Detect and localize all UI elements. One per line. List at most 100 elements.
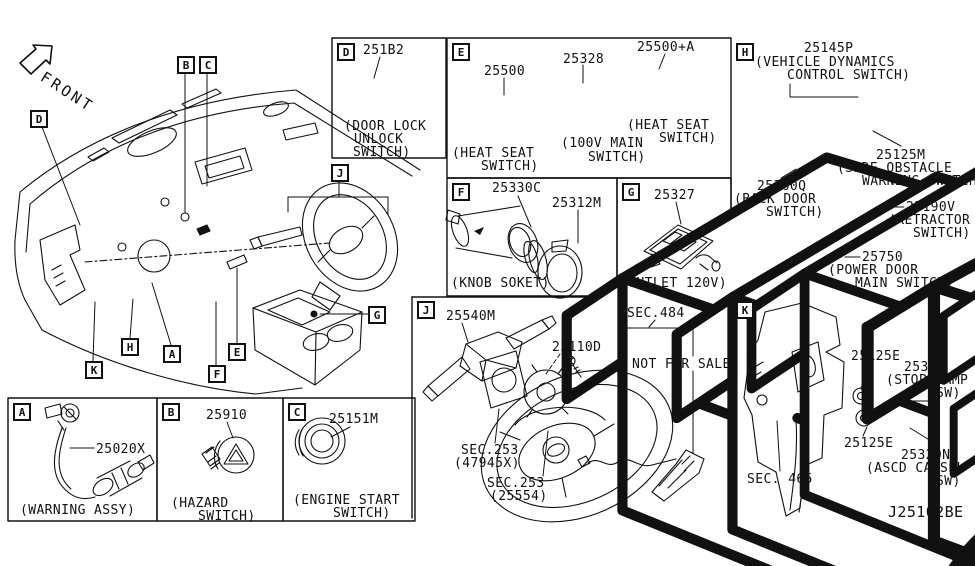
power-door-main-switch-drawing <box>844 256 975 566</box>
part-caption: SWITCH) <box>913 226 971 241</box>
sec-484-bracket-lines <box>621 319 694 454</box>
stop-lamp-switch-drawing <box>883 395 975 566</box>
part-number: 25500 <box>484 64 526 79</box>
vehicle-dynamics-switch-drawing <box>789 83 859 98</box>
part-caption: (POWER DOOR <box>828 263 919 278</box>
part-caption: (OUTLET 120V) <box>620 276 727 291</box>
callout-j: J <box>331 164 349 182</box>
part-caption: MAIN SWITCH) <box>855 276 954 291</box>
part-caption: (100V MAIN <box>561 136 644 151</box>
callout-h: H <box>121 338 139 356</box>
callout-c: C <box>199 56 217 74</box>
hazard-switch-drawing <box>201 421 255 474</box>
part-caption: (BACK DOOR <box>734 192 817 207</box>
main-switch-100v-drawing <box>582 64 975 566</box>
part-number: 25320N <box>901 448 951 463</box>
dashboard-drawing <box>14 88 421 395</box>
panel-k-letter: K <box>736 301 754 319</box>
pedal-bracket-drawing <box>743 302 845 517</box>
callout-d: D <box>30 110 48 128</box>
panel-j-letter: J <box>417 301 435 319</box>
steering-wheel-drawing <box>480 369 674 523</box>
part-caption: (HEAT SEAT <box>452 146 535 161</box>
panel-d-letter: D <box>337 43 355 61</box>
panel-b-letter: B <box>162 403 180 421</box>
part-caption: SWITCH) <box>481 159 539 174</box>
part-caption: CONTROL SWITCH) <box>787 68 911 83</box>
callout-f: F <box>208 365 226 383</box>
part-caption: SWITCH) <box>333 506 391 521</box>
part-number: 251B2 <box>363 43 405 58</box>
part-caption: SWITCH) <box>659 131 717 146</box>
part-caption: (DOOR LOCK <box>344 119 427 134</box>
callout-e: E <box>228 343 246 361</box>
callout-a: A <box>163 345 181 363</box>
part-number: 25190V <box>906 200 956 215</box>
part-caption: (VEHICLE DYNAMICS <box>755 55 895 70</box>
knob-socket-drawing <box>445 195 583 299</box>
part-caption: SWITCH) <box>766 205 824 220</box>
part-number: 25125M <box>876 148 926 163</box>
part-caption: SW) <box>936 474 961 489</box>
heat-seat-switch-drawing <box>503 77 975 566</box>
grommet-drawing-bottom <box>855 409 873 437</box>
part-caption: (STOP LAMP <box>886 373 969 388</box>
panel-d-border <box>331 37 447 159</box>
heat-seat-switch-a-drawing <box>658 53 975 566</box>
front-arrow-icon <box>19 44 53 75</box>
part-caption: (KNOB SOKET) <box>451 276 550 291</box>
part-caption: (WARNING ASSY) <box>20 503 136 518</box>
sec-label: SEC.253 <box>487 476 545 491</box>
side-obstacle-switch-drawing <box>872 130 902 147</box>
part-caption: SWITCH) <box>588 150 646 165</box>
part-caption: SW) <box>936 386 961 401</box>
part-number: 25540M <box>446 309 496 324</box>
part-number: 25360Q <box>757 179 807 194</box>
panel-f-letter: F <box>452 183 470 201</box>
diagram-code: J25102BE <box>888 503 964 521</box>
panel-c-border <box>282 397 416 522</box>
spiral-cable-drawing <box>479 350 569 477</box>
door-lock-switch-drawing <box>373 56 975 566</box>
sec-label: SEC.484 <box>627 306 685 321</box>
part-number: 25328 <box>563 52 605 67</box>
part-caption: (ENGINE START <box>293 493 400 508</box>
part-caption: WARNING SWITCH) <box>862 174 975 189</box>
part-number: 25910 <box>206 408 248 423</box>
grommet-drawing-top <box>852 361 870 405</box>
sec-label: SEC.253 <box>461 443 519 458</box>
combination-switch-drawing <box>422 315 557 402</box>
part-number: 25750 <box>862 250 904 265</box>
part-caption: SWITCH) <box>198 509 256 524</box>
part-caption: (RETRACTOR <box>888 213 971 228</box>
part-number: 25327 <box>654 188 696 203</box>
part-caption: (ASCD CANSEL <box>866 461 965 476</box>
retractor-switch-drawing <box>875 206 905 208</box>
panel-h-letter: H <box>736 43 754 61</box>
part-number: 25125E <box>844 436 894 451</box>
sec-label: SEC. 465 <box>747 472 813 487</box>
paddle-part-drawing <box>577 449 705 502</box>
panel-g-letter: G <box>622 183 640 201</box>
part-number: 25320 <box>904 360 946 375</box>
part-number: 25330C <box>492 181 542 196</box>
part-number: 25125E <box>851 349 901 364</box>
not-for-sale-note: NOT FOR SALE <box>632 357 731 372</box>
sec-sublabel: (25554) <box>490 489 548 504</box>
part-number: 25020X <box>96 442 146 457</box>
callout-k: K <box>85 361 103 379</box>
part-number: 25312M <box>552 196 602 211</box>
panel-a-letter: A <box>13 403 31 421</box>
part-caption: UNLOCK <box>354 132 404 147</box>
part-caption: (SIDE OBSTACLE <box>837 161 953 176</box>
panel-c-letter: C <box>288 403 306 421</box>
part-number: 25151M <box>329 412 379 427</box>
callout-leader-lines <box>41 72 389 366</box>
warning-assy-drawing <box>44 403 155 500</box>
part-number: 25145P <box>804 41 854 56</box>
ascd-cancel-switch-drawing <box>850 427 975 566</box>
engine-start-switch-drawing <box>294 417 351 465</box>
callout-g: G <box>368 306 386 324</box>
